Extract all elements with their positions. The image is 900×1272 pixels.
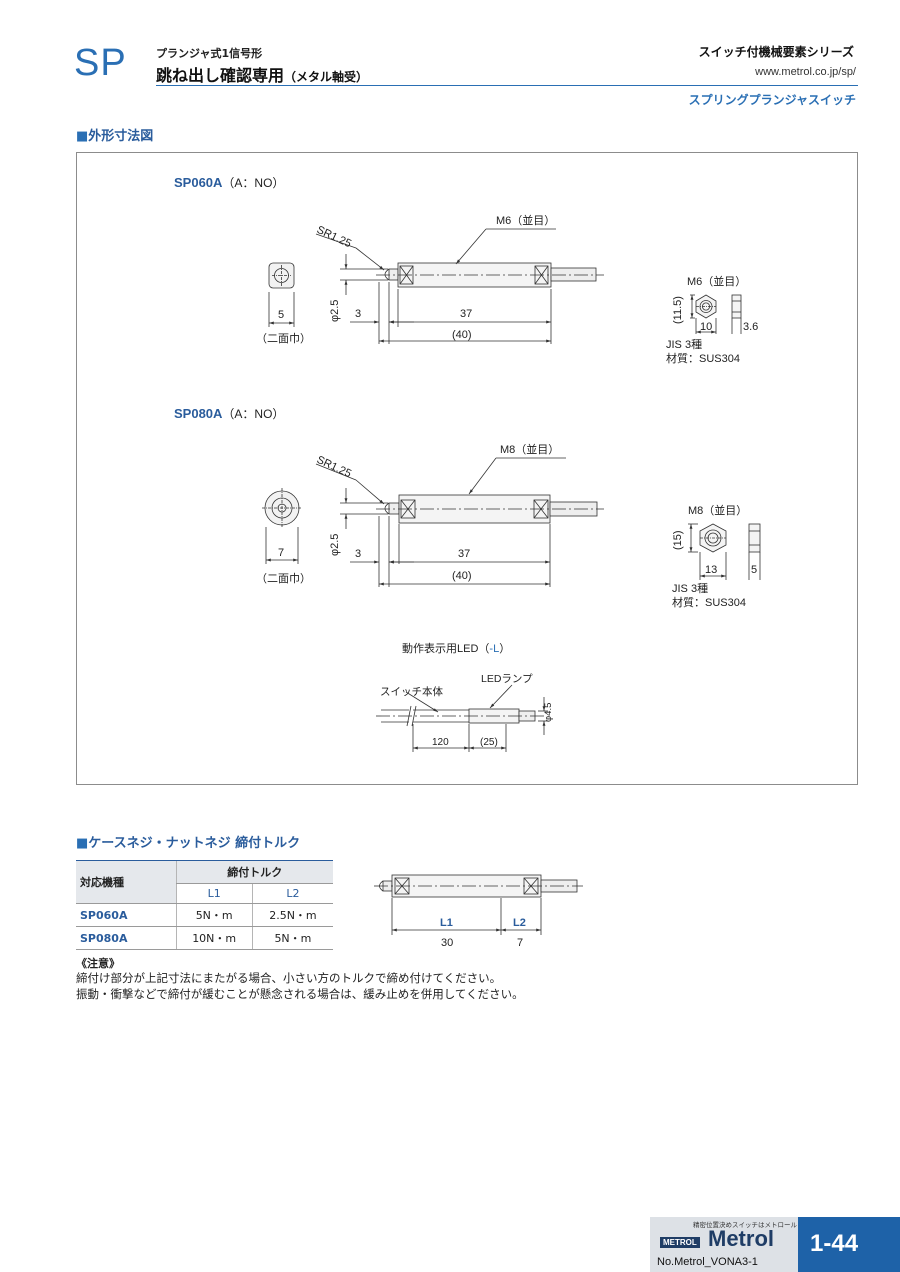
led-d25: (25) xyxy=(480,737,498,748)
dimension-drawing-frame xyxy=(76,152,858,785)
sp080a-jis: JIS 3種 xyxy=(672,581,708,595)
led-body-label: スイッチ本体 xyxy=(380,685,443,698)
table-row: SP060A 5N・m 2.5N・m xyxy=(76,903,333,927)
header-subtitle-type: プランジャ式1信号形 xyxy=(156,47,263,60)
sp080a-sr: SR1.25 xyxy=(315,454,353,480)
sp080a-nimen: （二面巾） xyxy=(256,571,311,585)
sp080a-d40: (40) xyxy=(452,570,472,582)
sp060a-model: SP060A（A：NO） xyxy=(174,175,284,190)
sp060a-side-view xyxy=(315,228,604,344)
sp060a-nut-label: M6（並目） xyxy=(687,274,746,288)
section-title-dimensions-text: 外形寸法図 xyxy=(88,129,154,144)
section-title-torque-text: ケースネジ・ナットネジ 締付トルク xyxy=(88,836,301,851)
table-header-torque: 締付トルク xyxy=(175,860,333,884)
table-cell-l1: 5N・m xyxy=(175,903,253,927)
sp060a-spec: （A：NO） xyxy=(222,176,284,190)
sp060a-w5: 5 xyxy=(278,309,284,321)
url-link[interactable]: www.metrol.co.jp/sp/ xyxy=(755,66,856,78)
square-bullet-icon: ■ xyxy=(76,836,89,851)
sp060a-nimen: （二面巾） xyxy=(256,331,311,345)
torque-diagram-30: 30 xyxy=(441,937,453,949)
sp060a-drawing xyxy=(268,228,742,344)
sp080a-nut xyxy=(688,523,761,580)
sp080a-w7: 7 xyxy=(278,547,284,559)
sp080a-model-name: SP080A xyxy=(174,406,223,421)
sp080a-d3: 3 xyxy=(355,548,361,560)
sp060a-nut-t: 3.6 xyxy=(743,321,758,333)
section-title-dimensions: ■外形寸法図 xyxy=(76,125,153,144)
sp060a-sr: SR1.25 xyxy=(315,224,353,250)
dimension-drawing: SP060A（A：NO） SR1.25 M6（並目） φ2.5 3 37 (40… xyxy=(174,175,761,752)
table-header-model: 対応機種 xyxy=(76,860,176,904)
notes-line-2: 振動・衝撃などで締付が緩むことが懸念される場合は、緩み止めを併用してください。 xyxy=(76,987,524,1001)
sp080a-model: SP080A（A：NO） xyxy=(174,406,284,421)
table-cell-l2: 2.5N・m xyxy=(251,903,333,927)
sp060a-nut xyxy=(690,294,742,334)
notes-line-1: 締付け部分が上記寸法にまたがる場合、小さい方のトルクで締め付けてください。 xyxy=(76,971,502,985)
metrol-badge-logo: METROL xyxy=(660,1237,700,1248)
led-d120: 120 xyxy=(432,737,449,748)
sp080a-nut-label: M8（並目） xyxy=(688,503,747,517)
torque-diagram: L1 L2 30 7 xyxy=(374,874,583,949)
table-row: SP080A 10N・m 5N・m xyxy=(76,926,333,950)
series-name: スイッチ付機械要素シリーズ xyxy=(698,45,854,59)
header-divider xyxy=(156,85,858,86)
page-title: 跳ね出し確認専用（メタル軸受） xyxy=(156,62,368,86)
sp080a-nut-w: 13 xyxy=(705,564,717,576)
torque-diagram-7: 7 xyxy=(517,937,523,949)
led-title-text: 動作表示用LED（ xyxy=(402,641,489,655)
notes-title: 《注意》 xyxy=(76,957,120,970)
sp060a-d40: (40) xyxy=(452,329,472,341)
sp080a-drawing xyxy=(262,457,761,587)
sp080a-end-view xyxy=(262,488,302,564)
sp060a-model-name: SP060A xyxy=(174,175,223,190)
sp080a-d37: 37 xyxy=(458,548,470,560)
sp060a-nut-h: (11.5) xyxy=(672,296,684,324)
document-number: No.Metrol_VONA3-1 xyxy=(657,1256,758,1268)
led-title: 動作表示用LED（-L） xyxy=(402,641,510,655)
led-lamp-label: LEDランプ xyxy=(481,673,533,685)
sp080a-nut-h: (15) xyxy=(672,530,684,550)
sp080a-material: 材質：SUS304 xyxy=(672,595,746,609)
table-cell-l2: 5N・m xyxy=(251,926,333,950)
sp060a-d3: 3 xyxy=(355,308,361,320)
sp080a-spec: （A：NO） xyxy=(222,407,284,421)
sp080a-thread: M8（並目） xyxy=(500,442,559,456)
sp060a-nut-w: 10 xyxy=(700,321,712,333)
square-bullet-icon: ■ xyxy=(76,129,89,144)
torque-diagram-l2: L2 xyxy=(513,917,526,929)
torque-diagram-l1: L1 xyxy=(440,917,453,929)
torque-table: 対応機種 締付トルク L1 L2 SP060A 5N・m 2.5N・m SP08… xyxy=(76,860,333,950)
footer-tagline: 精密位置決めスイッチはメトロール xyxy=(693,1221,797,1229)
led-drawing xyxy=(376,684,548,752)
table-header-l2: L2 xyxy=(251,883,333,904)
sp080a-side-view xyxy=(315,457,604,587)
led-code: -L xyxy=(489,643,499,655)
product-category: スプリングプランジャスイッチ xyxy=(688,93,856,107)
page-number: 1-44 xyxy=(810,1230,859,1257)
sp060a-d37: 37 xyxy=(460,308,472,320)
led-title-end: ） xyxy=(499,642,510,655)
sp060a-end-view xyxy=(268,262,295,327)
sp080a-dia: φ2.5 xyxy=(329,534,341,556)
sp080a-nut-t: 5 xyxy=(751,564,757,576)
sp060a-material: 材質：SUS304 xyxy=(666,351,740,365)
table-cell-model: SP060A xyxy=(76,903,176,927)
table-cell-model: SP080A xyxy=(76,926,176,950)
table-cell-l1: 10N・m xyxy=(175,926,253,950)
page-title-text: 跳ね出し確認専用 xyxy=(156,66,285,85)
table-header-l1: L1 xyxy=(175,883,253,904)
section-title-torque: ■ケースネジ・ナットネジ 締付トルク xyxy=(76,832,300,851)
page-title-paren: （メタル軸受） xyxy=(284,70,369,84)
sp060a-thread: M6（並目） xyxy=(496,213,555,227)
led-dia: φ4.5 xyxy=(543,703,554,722)
metrol-logo: Metrol xyxy=(708,1226,774,1251)
sp060a-jis: JIS 3種 xyxy=(666,337,702,351)
sp060a-dia: φ2.5 xyxy=(329,300,341,322)
brand-code: SP xyxy=(74,42,127,84)
page-number-box xyxy=(798,1217,900,1272)
